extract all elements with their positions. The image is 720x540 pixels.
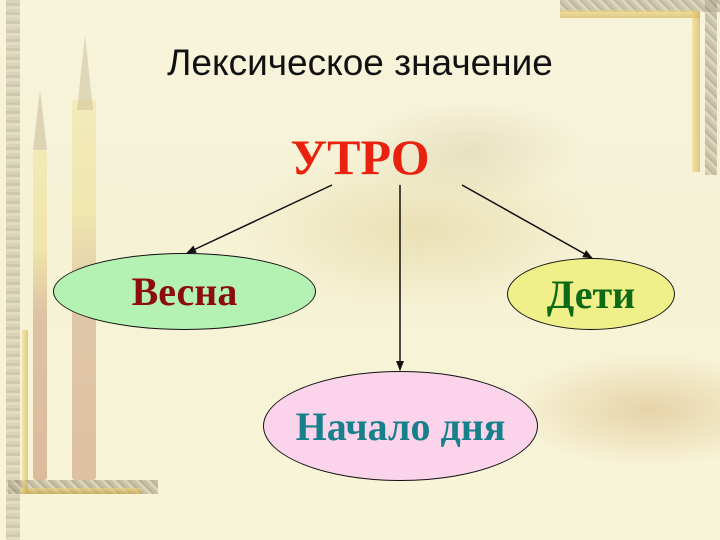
frame-gold-left (22, 330, 28, 494)
frame-gold-right (692, 12, 700, 172)
frame-gold-bottom (22, 488, 142, 494)
arrow-to-vesna (186, 184, 333, 254)
frame-border-left (6, 0, 20, 540)
frame-border-right (705, 0, 717, 175)
root-word: УТРО (290, 129, 430, 185)
arrow-to-deti (461, 184, 593, 259)
node-nachalo-dnya: Начало дня (263, 371, 538, 481)
node-label: Начало дня (295, 403, 506, 449)
node-label: Весна (131, 269, 238, 314)
paintbrush-tip-icon (33, 90, 47, 150)
node-vesna: Весна (53, 253, 316, 330)
node-deti: Дети (507, 258, 675, 330)
frame-gold-top (560, 10, 700, 18)
paintbrush-icon (33, 150, 47, 480)
paintbrush-tip-icon (77, 35, 93, 110)
node-label: Дети (546, 271, 636, 317)
frame-border-top (560, 0, 720, 12)
slide-title: Лексическое значение (167, 42, 553, 83)
